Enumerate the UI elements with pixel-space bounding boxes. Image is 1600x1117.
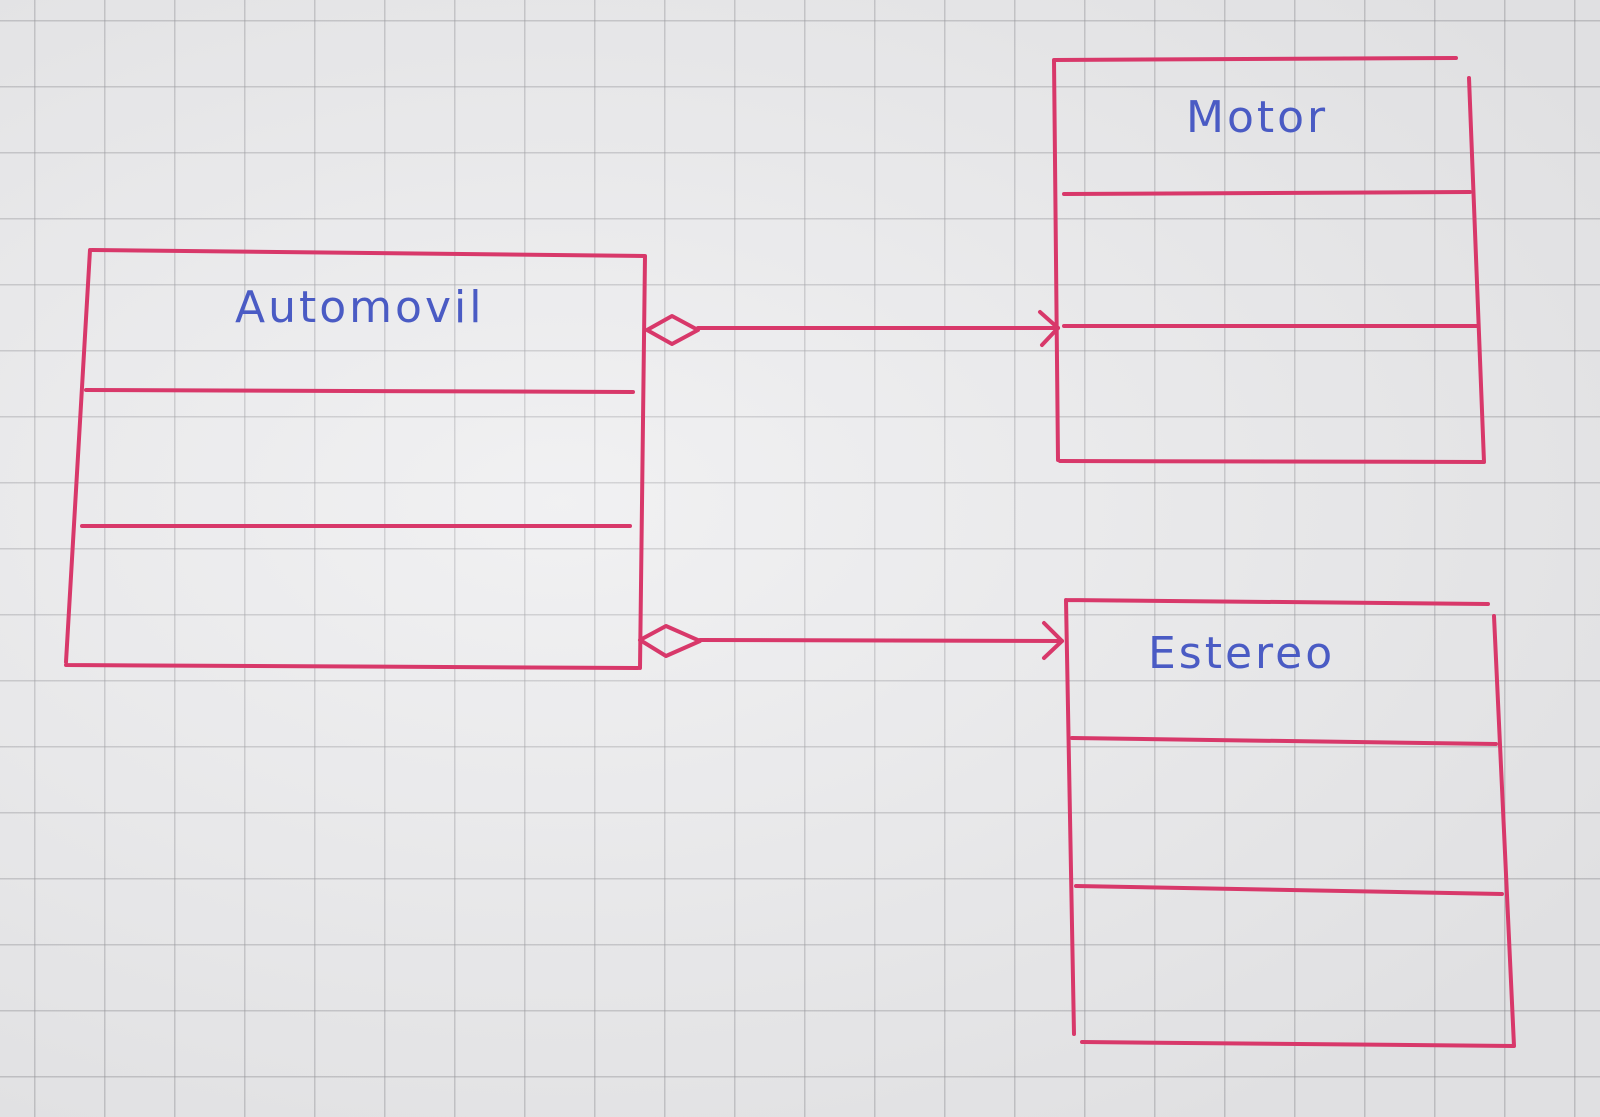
aggregation-automovil-motor (645, 310, 1060, 347)
association-line-estereo (698, 638, 1064, 643)
motor-outline (1052, 56, 1486, 464)
class-name-motor: Motor (1186, 92, 1328, 143)
arrowhead-motor (1038, 310, 1060, 347)
motor-divider-1 (1062, 190, 1472, 196)
estereo-outline (1064, 598, 1516, 1048)
arrowhead-estereo (1042, 621, 1064, 660)
aggregation-diamond-motor (645, 314, 700, 346)
class-box-motor: Motor (1052, 56, 1486, 464)
class-box-automovil: Automovil (64, 248, 647, 670)
automovil-outline (64, 248, 647, 670)
class-box-estereo: Estereo (1064, 598, 1516, 1048)
aggregation-automovil-estereo (638, 621, 1064, 660)
class-name-automovil: Automovil (235, 282, 484, 333)
automovil-divider-1 (84, 388, 635, 394)
estereo-divider-2 (1074, 884, 1504, 896)
aggregation-diamond-estereo (638, 624, 702, 658)
class-name-estereo: Estereo (1148, 628, 1335, 679)
estereo-divider-1 (1070, 736, 1498, 746)
